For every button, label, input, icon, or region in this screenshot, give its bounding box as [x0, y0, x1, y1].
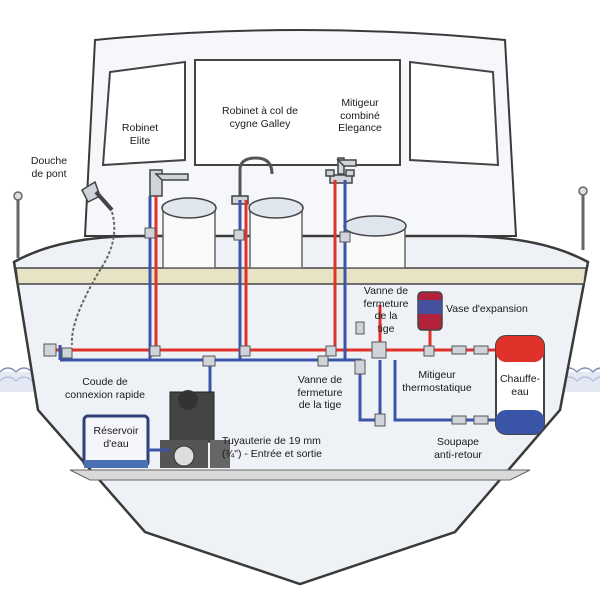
label-check-valve: Soupape anti-retour [434, 436, 482, 461]
label-elegance-mixer: Mitigeur combiné Elegance [338, 97, 382, 134]
label-expansion-vessel: Vase d'expansion [446, 303, 528, 315]
label-galley-tap: Robinet à col de cygne Galley [222, 105, 298, 130]
label-water-tank: Réservoir d'eau [93, 425, 139, 450]
label-shutoff-valve-top: Vanne de fermeture de la tige [363, 285, 409, 335]
pipe-fittings [43, 227, 489, 427]
label-thermostatic-mixer: Mitigeur thermostatique [402, 369, 472, 394]
sea-waves-right [544, 367, 600, 392]
pump-icon [160, 390, 230, 468]
elite-tap-icon [149, 169, 189, 197]
label-water-heater: Chauffe- eau [499, 373, 541, 398]
label-deck-shower: Douche de pont [30, 155, 68, 180]
water-heater-icon [495, 335, 545, 435]
bilge-floor [69, 469, 531, 481]
label-quick-connect-elbow: Coude de connexion rapide [65, 376, 145, 401]
elegance-mixer-icon [325, 157, 357, 184]
label-pipework: Tuyauterie de 19 mm (¾") - Entrée et sor… [222, 435, 323, 460]
expansion-vessel-icon [417, 291, 443, 331]
cabin-window-center [194, 59, 401, 166]
deck-posts [13, 186, 588, 258]
cabin-window-left [101, 60, 186, 167]
sink-basins [161, 197, 407, 237]
water-tank-icon [82, 414, 170, 468]
hot-water-pipes [50, 180, 500, 352]
deck-band [15, 267, 587, 285]
label-elite-tap: Robinet Elite [121, 122, 159, 147]
label-shutoff-valve-bottom: Vanne de fermeture de la tige [297, 374, 343, 411]
deck-shower-icon [70, 180, 116, 346]
cabin-window-right [409, 60, 500, 167]
